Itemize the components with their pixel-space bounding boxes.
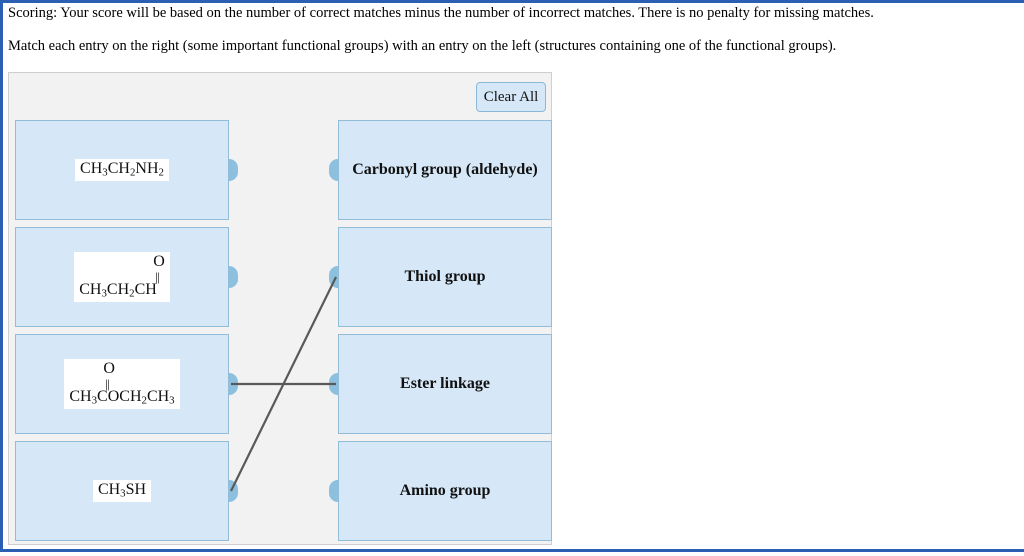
matching-prompt-text: Match each entry on the right (some impo…	[8, 38, 837, 54]
group-carbonyl-aldehyde: Carbonyl group (aldehyde)	[352, 161, 538, 178]
group-amino: Amino group	[399, 482, 491, 499]
left-match-item-3[interactable]: O||CH3COCH2CH3	[15, 334, 238, 434]
right-connector-nub-2[interactable]	[329, 266, 338, 288]
clear-all-button[interactable]: Clear All	[476, 82, 546, 112]
left-connector-nub-2[interactable]	[229, 266, 238, 288]
structure-butanone: O||CH3COCH2CH3	[64, 359, 180, 409]
left-connector-nub-1[interactable]	[229, 159, 238, 181]
left-match-item-1[interactable]: CH3CH2NH2	[15, 120, 238, 220]
right-match-item-3[interactable]: Ester linkage	[329, 334, 552, 434]
left-connector-nub-4[interactable]	[229, 480, 238, 502]
structure-double-bond: ||	[155, 268, 159, 284]
right-connector-nub-4[interactable]	[329, 480, 338, 502]
page-frame-top-border	[0, 0, 1024, 3]
right-match-item-4[interactable]: Amino group	[329, 441, 552, 541]
structure-oxygen-atom: O	[103, 360, 115, 378]
structure-methanethiol: CH3SH	[92, 480, 152, 502]
left-match-item-2[interactable]: O||CH3CH2CH	[15, 227, 238, 327]
structure-chain-formula: CH3CH2CH	[79, 281, 157, 300]
structure-oxygen-atom: O	[153, 253, 165, 271]
right-match-item-2[interactable]: Thiol group	[329, 227, 552, 327]
scoring-instruction-text: Scoring: Your score will be based on the…	[8, 5, 874, 21]
structure-chain-formula: CH3COCH2CH3	[69, 388, 175, 407]
left-match-item-4[interactable]: CH3SH	[15, 441, 238, 541]
group-thiol: Thiol group	[404, 268, 486, 285]
page-frame-left-border	[0, 0, 3, 550]
structure-double-bond: ||	[105, 375, 110, 391]
right-connector-nub-3[interactable]	[329, 373, 338, 395]
structure-ethylamine: CH3CH2NH2	[75, 159, 169, 181]
left-connector-nub-3[interactable]	[229, 373, 238, 395]
connector-methanethiol-to-thiol	[230, 276, 337, 492]
page-frame-bottom-border	[0, 549, 1024, 552]
right-connector-nub-1[interactable]	[329, 159, 338, 181]
right-match-item-1[interactable]: Carbonyl group (aldehyde)	[329, 120, 552, 220]
structure-propanal: O||CH3CH2CH	[74, 252, 170, 302]
group-ester-linkage: Ester linkage	[400, 375, 490, 392]
